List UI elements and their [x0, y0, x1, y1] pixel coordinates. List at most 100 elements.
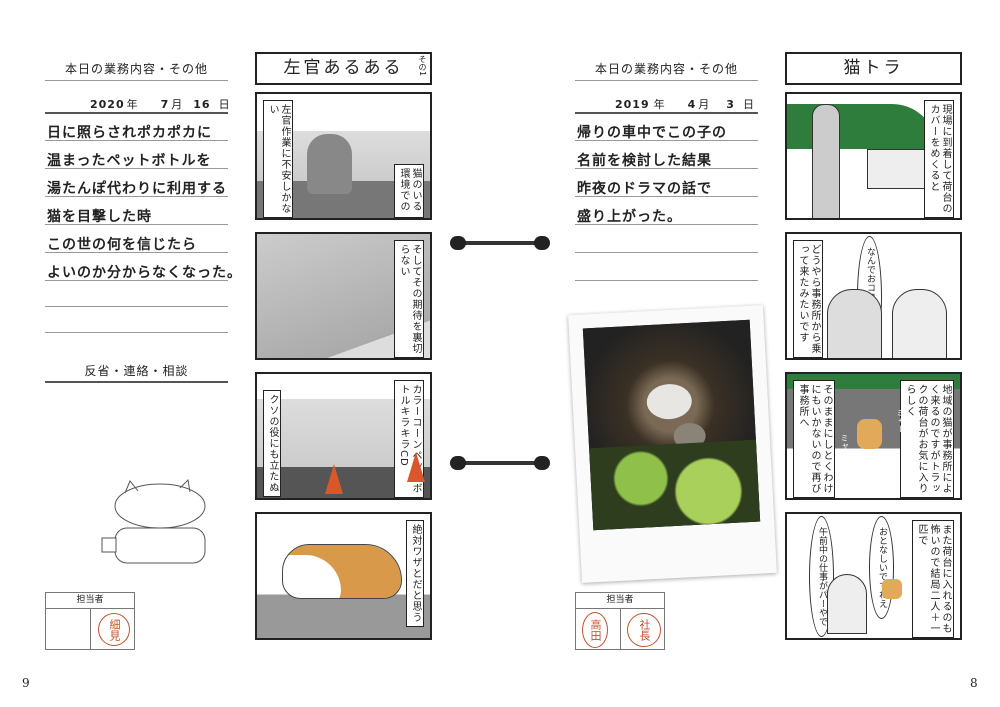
month-unit: 月 [698, 98, 711, 111]
caption: 猫のいる環境での [394, 164, 424, 218]
caption: そしてその期待を裏切らない [394, 240, 424, 358]
divider [45, 252, 228, 253]
seal-takada: 高田 [582, 612, 608, 648]
day-unit: 日 [742, 98, 755, 111]
stamp-header: 担当者 [46, 593, 134, 609]
note-line: 日に照らされポカポカに [47, 125, 212, 141]
note-line: 盛り上がった。 [577, 209, 682, 225]
stamp-table: 担当者 高田 社長 [575, 592, 665, 650]
divider [575, 196, 758, 197]
month-unit: 月 [171, 98, 184, 111]
note-line: 昨夜のドラマの話で [577, 181, 712, 197]
caption: 現場に到着して荷台のカバーをめくると [924, 100, 954, 218]
cat-on-bottle-illustration [101, 478, 206, 564]
note-line: 湯たんぽ代わりに利用する [47, 181, 227, 197]
divider [45, 224, 228, 225]
month: 7 [160, 98, 170, 111]
year-unit: 年 [126, 98, 139, 111]
traffic-cone [325, 464, 343, 494]
stamp-header: 担当者 [576, 593, 664, 609]
caption: 左官作業に不安しかない [263, 100, 293, 218]
section-header: 反省・連絡・相談 [84, 364, 189, 378]
note-line: 名前を検討した結果 [577, 153, 712, 169]
divider [575, 112, 758, 114]
photo-cat-in-basket [582, 319, 761, 531]
divider [575, 280, 758, 281]
notes-header: 本日の業務内容・その他 [64, 62, 208, 76]
comic-panel-4: 絶対ワザとだと思う [255, 512, 432, 640]
driver-figure [827, 574, 867, 634]
caption: そのままにしとくわけにもいかないので再び事務所へ [793, 380, 835, 498]
binder-ring [450, 236, 550, 250]
comic-panel-2: そしてその期待を裏切らない [255, 232, 432, 360]
divider [45, 196, 228, 197]
plant-leaves [589, 439, 761, 531]
plasterer-figure [307, 134, 352, 194]
note-line: この世の何を信じたら [47, 237, 197, 253]
instant-photo [568, 305, 777, 583]
truck-cover [787, 104, 937, 149]
divider [575, 80, 758, 81]
note-line: 温まったペットボトルを [47, 153, 212, 169]
page-number: 8 [970, 676, 978, 690]
divider [45, 306, 228, 307]
day-unit: 日 [218, 98, 231, 111]
worker-figure [812, 104, 840, 218]
note-line: 帰りの車中でこの子の [577, 125, 727, 141]
month: 4 [687, 98, 697, 111]
comic-panel-3: 地域の猫が事務所によく来るのですがトラックの荷台がお気に入りらしく そのままにし… [785, 372, 962, 500]
cat-tora [882, 579, 902, 599]
cat-white [645, 382, 693, 421]
divider [45, 381, 228, 383]
caption: 地域の猫が事務所によく来るのですがトラックの荷台がお気に入りらしく [900, 380, 954, 498]
divider [45, 112, 228, 114]
comic-title: 猫トラ [785, 52, 962, 85]
divider [45, 80, 228, 81]
day: 3 [726, 98, 735, 111]
divider [575, 224, 758, 225]
comic-panel-2: どうやら事務所から乗って来たみたいです なんでおココにおるん？ [785, 232, 962, 360]
binder-ring [450, 456, 550, 470]
divider [45, 280, 228, 281]
traffic-cone [407, 452, 425, 482]
divider [45, 140, 228, 141]
cat-tora [857, 419, 882, 449]
divider [45, 168, 228, 169]
meow-sfx: ミャー [896, 409, 905, 433]
comic-panel-4: また荷台に入れるのも怖いので結局二人＋一匹で 午前中の仕事がパーやで おとなしい… [785, 512, 962, 640]
comic-panel-1: 現場に到着して荷台のカバーをめくると [785, 92, 962, 220]
bald-man [892, 289, 947, 358]
comic-panel-1: 左官作業に不安しかない 猫のいる環境での [255, 92, 432, 220]
divider [575, 168, 758, 169]
year: 2019 [615, 98, 650, 111]
comic-panel-3: カラーコーンペットボトルキラキラCD クソの役にも立たぬ [255, 372, 432, 500]
year-unit: 年 [653, 98, 666, 111]
comic-title: 左官あるある その1 [255, 52, 432, 85]
note-line: 猫を目撃した時 [47, 209, 152, 225]
day: 16 [193, 98, 211, 111]
divider [45, 332, 228, 333]
comic-title-text: 左官あるある [283, 58, 404, 78]
page-number: 9 [22, 676, 30, 690]
divider [90, 609, 91, 650]
notes-header: 本日の業務内容・その他 [594, 62, 738, 76]
caption: また荷台に入れるのも怖いので結局二人＋一匹で [912, 520, 954, 638]
note-line: よいのか分からなくなった。 [47, 265, 242, 281]
year: 2020 [90, 98, 125, 111]
caption: クソの役にも立たぬ [263, 390, 281, 497]
seal-president: 社長 [627, 613, 661, 647]
caption: どうやら事務所から乗って来たみたいです [793, 240, 823, 358]
divider [620, 609, 621, 650]
meow-sfx: ミャー [840, 434, 849, 458]
seal-hosomi: 細見 [98, 613, 130, 646]
divider [575, 252, 758, 253]
caption: 絶対ワザとだと思う [406, 520, 424, 627]
speech-bubble: おとなしいですねえ [869, 516, 894, 619]
man-with-glasses [827, 289, 882, 358]
title-note: その1 [418, 55, 427, 77]
cat-figure [282, 544, 402, 599]
divider [575, 140, 758, 141]
stamp-table: 担当者 細見 [45, 592, 135, 650]
